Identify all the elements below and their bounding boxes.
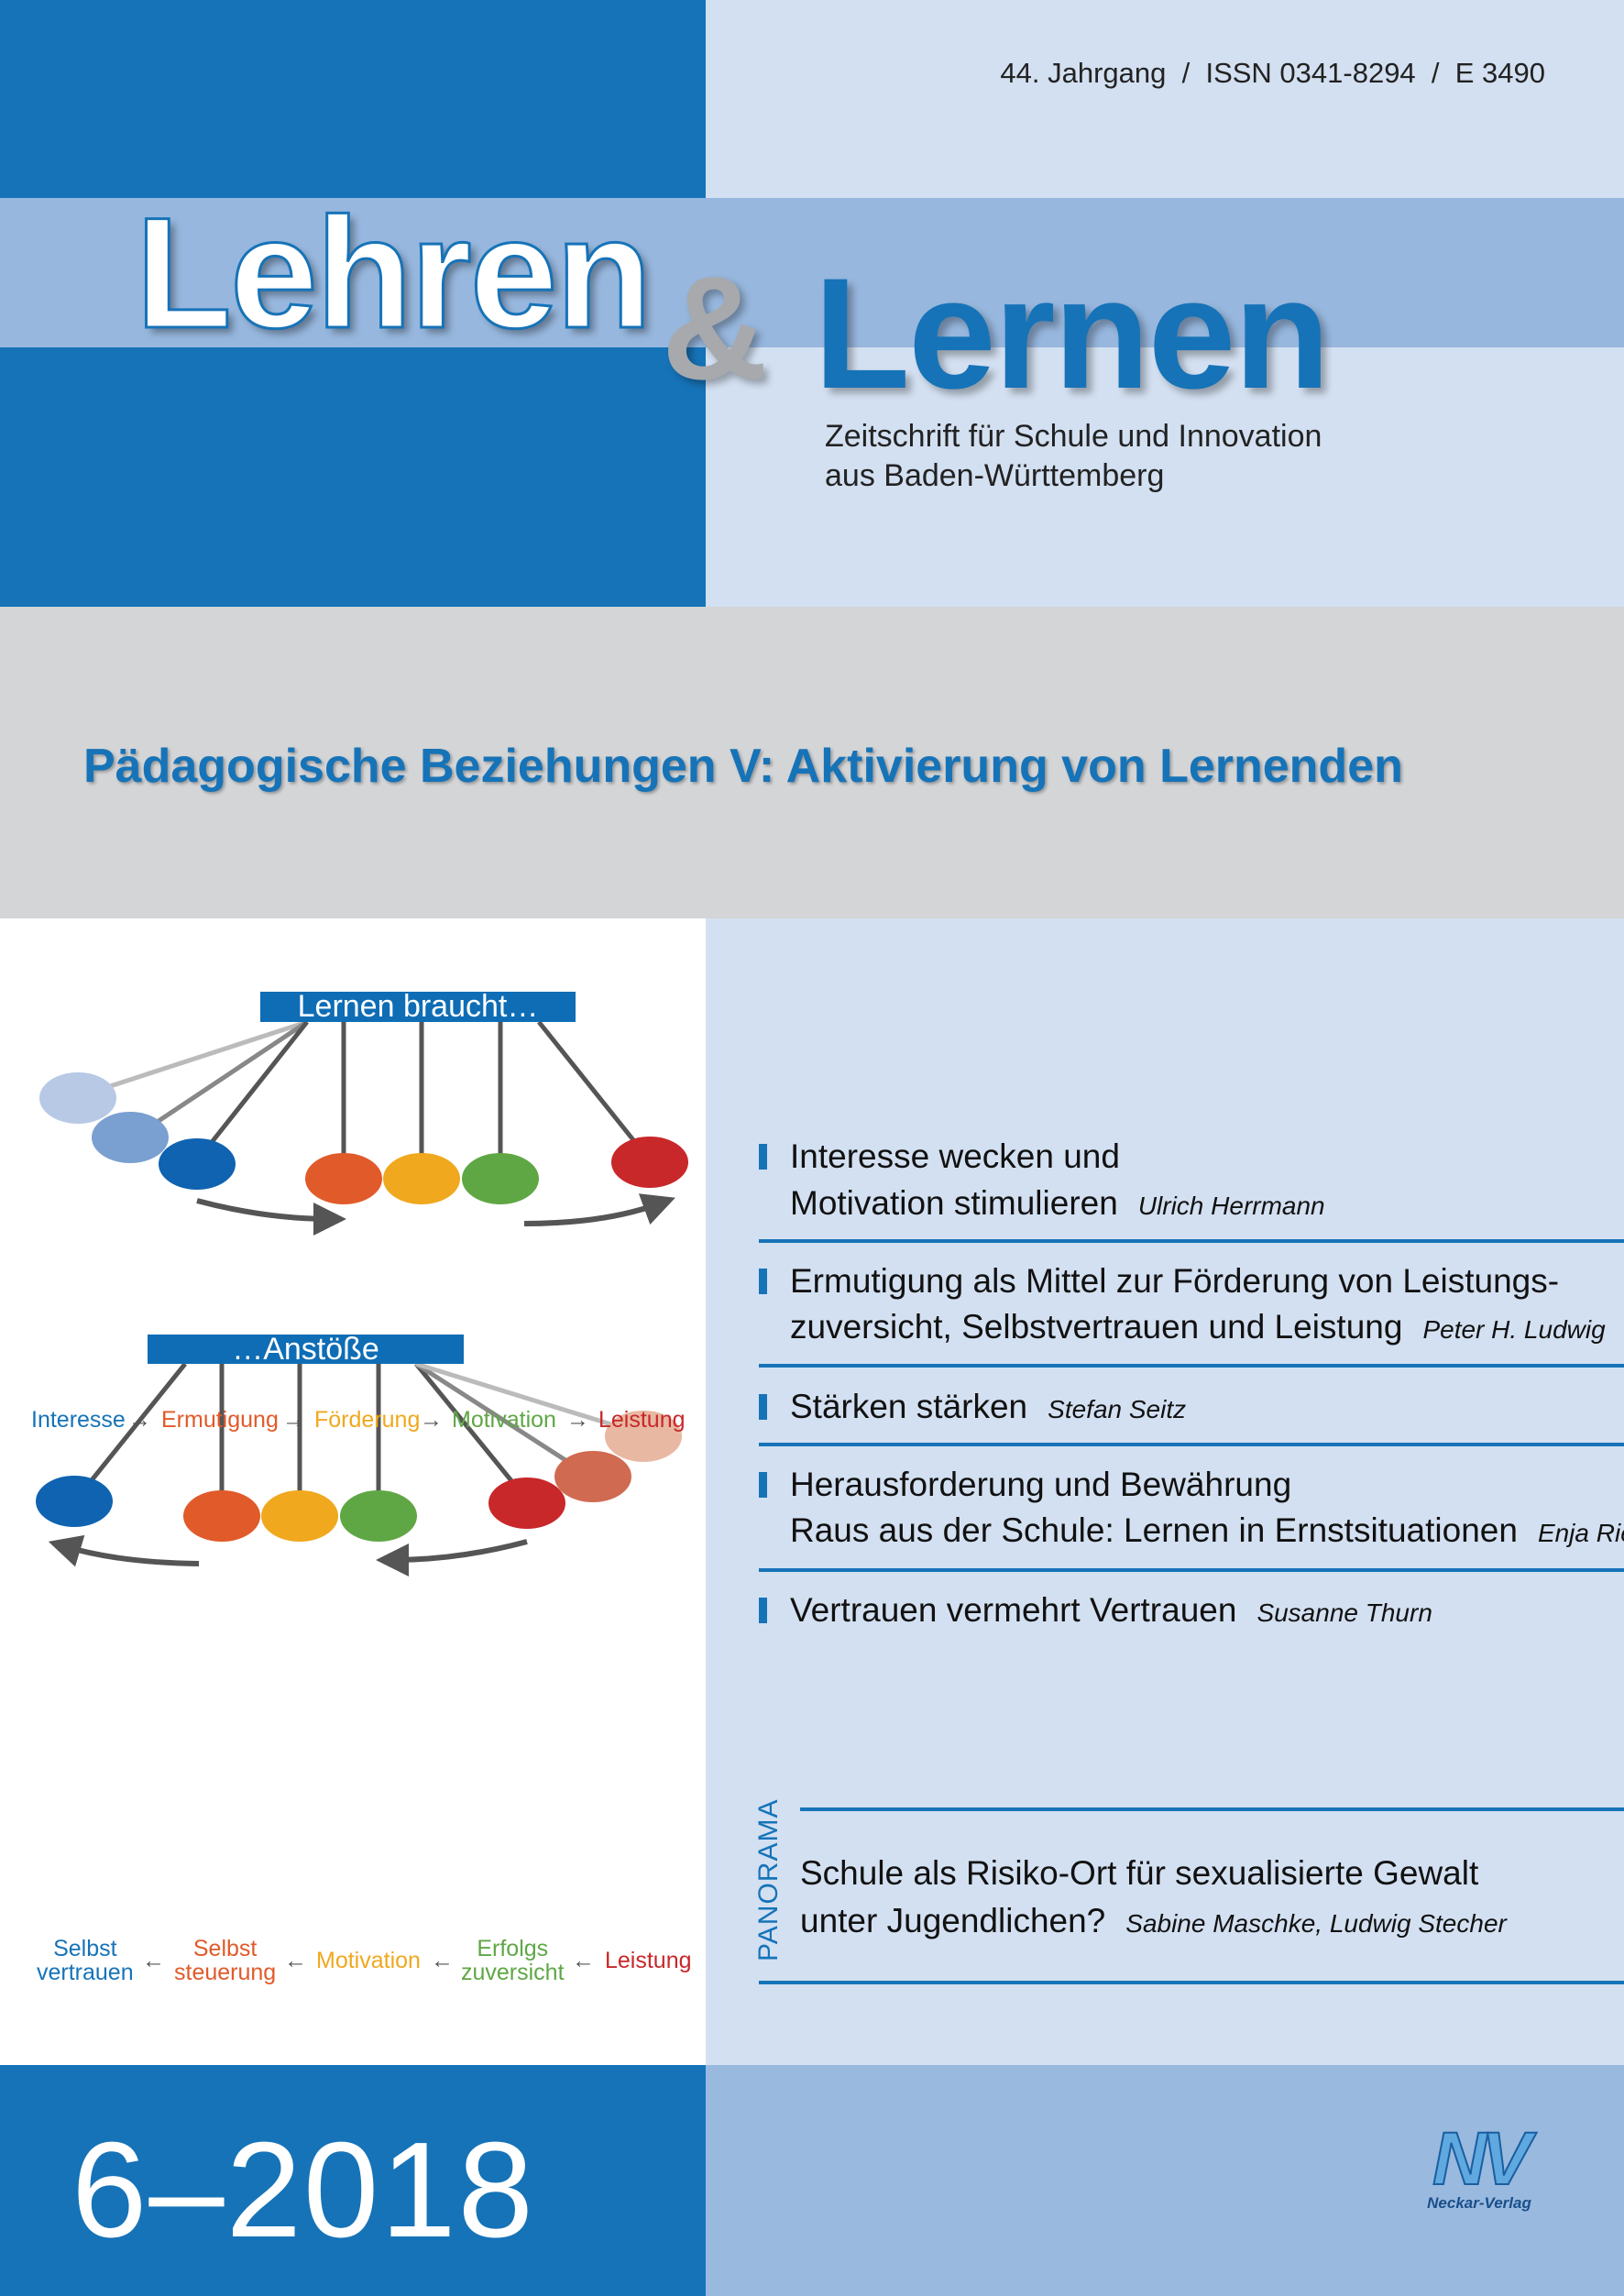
string bbox=[207, 1020, 309, 1148]
publisher-logo: NV Neckar-Verlag bbox=[1406, 2117, 1553, 2213]
logo-ampersand: & bbox=[662, 246, 768, 410]
motion-arrow bbox=[523, 1193, 675, 1226]
bullet-bar bbox=[759, 1598, 767, 1623]
panorama-label: PANORAMA bbox=[753, 1798, 784, 1961]
label-motivation: Motivation bbox=[452, 1407, 556, 1433]
label-motivation: Motivation bbox=[316, 1948, 421, 1973]
string bbox=[415, 1361, 615, 1428]
divider bbox=[759, 1239, 1624, 1243]
logo-band bbox=[0, 198, 1624, 347]
toc-title-line: zuversicht, Selbstvertrauen und Leistung… bbox=[790, 1304, 1606, 1353]
label-selbststeuerung: Selbst steuerung bbox=[174, 1936, 277, 1985]
panorama-title-line: Schule als Risiko-Ort für sexualisierte … bbox=[800, 1854, 1479, 1892]
label-interesse: Interesse bbox=[31, 1407, 126, 1433]
label-leistung: Leistung bbox=[598, 1407, 686, 1433]
toc-title-text: Motivation stimulieren bbox=[790, 1184, 1118, 1222]
ball-yellow bbox=[383, 1153, 460, 1204]
toc-author: Ulrich Herrmann bbox=[1137, 1192, 1325, 1220]
subtitle-line: Zeitschrift für Schule und Innovation bbox=[825, 419, 1322, 454]
toc-title-text: Raus aus der Schule: Lernen in Ernstsitu… bbox=[790, 1511, 1518, 1549]
motion-arrow bbox=[376, 1539, 528, 1576]
label-leistung: Leistung bbox=[605, 1948, 692, 1973]
string bbox=[414, 1361, 570, 1465]
issue-theme: Pädagogische Beziehungen V: Aktivierung … bbox=[83, 740, 1403, 793]
panorama-divider-bottom bbox=[759, 1981, 1624, 1984]
publisher-name: Neckar-Verlag bbox=[1427, 2194, 1531, 2212]
toc-author: Peter H. Ludwig bbox=[1422, 1315, 1606, 1344]
label-foerderung: Förderung bbox=[314, 1407, 421, 1433]
bullet-bar bbox=[759, 1144, 767, 1170]
arrow-right: → bbox=[420, 1407, 443, 1433]
toc-title-line: Vertrauen vermehrt Vertrauen Susanne Thur… bbox=[790, 1587, 1432, 1636]
toc-author: Enja Riegel bbox=[1537, 1519, 1624, 1547]
toc-title-text: Vertrauen vermehrt Vertrauen bbox=[790, 1591, 1237, 1629]
arrow-left: ← bbox=[142, 1948, 165, 1973]
toc-title-line: Ermutigung als Mittel zur Förderung von … bbox=[790, 1262, 1560, 1300]
string bbox=[414, 1362, 515, 1485]
string bbox=[95, 1019, 308, 1093]
toc-title-text: Stärken stärken bbox=[790, 1388, 1028, 1425]
logo-word-lernen: Lernen bbox=[814, 246, 1330, 422]
ball-pale-red bbox=[605, 1411, 682, 1462]
toc-title-line: Stärken stärken Stefan Seitz bbox=[790, 1384, 1186, 1433]
logo-word-lehren: Lehren bbox=[134, 185, 653, 361]
issue-number: 6–2018 bbox=[71, 2115, 535, 2266]
ball-light-blue bbox=[39, 1072, 116, 1124]
string bbox=[154, 1019, 309, 1126]
arrow-right: → bbox=[282, 1407, 305, 1433]
motion-arrow bbox=[48, 1534, 200, 1567]
toc-author: Stefan Seitz bbox=[1048, 1395, 1187, 1423]
panorama-title-text: unter Jugendlichen? bbox=[800, 1902, 1106, 1939]
bullet-bar bbox=[759, 1269, 767, 1294]
panorama-title-line: unter Jugendlichen? Sabine Maschke, Ludwi… bbox=[800, 1898, 1507, 1947]
bullet-bar bbox=[759, 1394, 767, 1420]
ball-mid-blue bbox=[92, 1112, 169, 1163]
subtitle-line: aus Baden-Württemberg bbox=[825, 458, 1165, 493]
arrow-left: ← bbox=[284, 1948, 307, 1973]
toc-title-text: zuversicht, Selbstvertrauen und Leistung bbox=[790, 1308, 1403, 1346]
diagram-title-bottom: …Anstöße bbox=[148, 1334, 464, 1365]
divider bbox=[759, 1568, 1624, 1572]
divider bbox=[759, 1364, 1624, 1368]
toc-title-line: Herausforderung und Bewährung bbox=[790, 1466, 1292, 1503]
string bbox=[537, 1020, 636, 1143]
label-ermutigung: Ermutigung bbox=[161, 1407, 279, 1433]
panorama-author: Sabine Maschke, Ludwig Stecher bbox=[1125, 1909, 1507, 1938]
theme-band bbox=[0, 607, 1624, 918]
issn-line: 44. Jahrgang / ISSN 0341-8294 / E 3490 bbox=[1000, 57, 1545, 89]
ball-yellow bbox=[261, 1490, 338, 1542]
divider bbox=[759, 1443, 1624, 1446]
label-selbstvertrauen: Selbst vertrauen bbox=[37, 1936, 134, 1985]
ball-orange bbox=[305, 1153, 382, 1204]
label-erfolgszuversicht: Erfolgs zuversicht bbox=[461, 1936, 565, 1985]
ball-orange bbox=[183, 1490, 260, 1542]
string bbox=[90, 1362, 187, 1482]
nv-logo-letters: NV bbox=[1432, 2117, 1532, 2201]
ball-green bbox=[462, 1153, 539, 1204]
toc-author: Susanne Thurn bbox=[1256, 1598, 1432, 1627]
bottom-right-panel bbox=[706, 2065, 1624, 2296]
toc-title-line: Interesse wecken und bbox=[790, 1137, 1120, 1175]
panorama-divider-top bbox=[800, 1807, 1624, 1811]
subtitle: Zeitschrift für Schule und Innovation au… bbox=[825, 417, 1322, 496]
ball-red bbox=[488, 1478, 565, 1529]
toc-title-line: Raus aus der Schule: Lernen in Ernstsitu… bbox=[790, 1508, 1624, 1556]
arrow-left: ← bbox=[572, 1948, 595, 1973]
bullet-bar bbox=[759, 1472, 767, 1498]
ball-blue bbox=[159, 1138, 236, 1190]
ball-blue bbox=[36, 1476, 113, 1527]
bottom-left-panel bbox=[0, 2065, 706, 2296]
pendulum-diagram bbox=[36, 1019, 688, 1576]
arrow-right: → bbox=[566, 1407, 589, 1433]
diagram-title-top: Lernen braucht… bbox=[260, 991, 576, 1022]
ball-green bbox=[340, 1490, 417, 1542]
arrow-right: → bbox=[128, 1407, 151, 1433]
motion-arrow bbox=[196, 1198, 346, 1236]
ball-salmon bbox=[554, 1451, 631, 1502]
toc-title-line: Motivation stimulieren Ulrich Herrmann bbox=[790, 1181, 1325, 1229]
ball-red bbox=[611, 1137, 688, 1188]
arrow-left: ← bbox=[431, 1948, 454, 1973]
